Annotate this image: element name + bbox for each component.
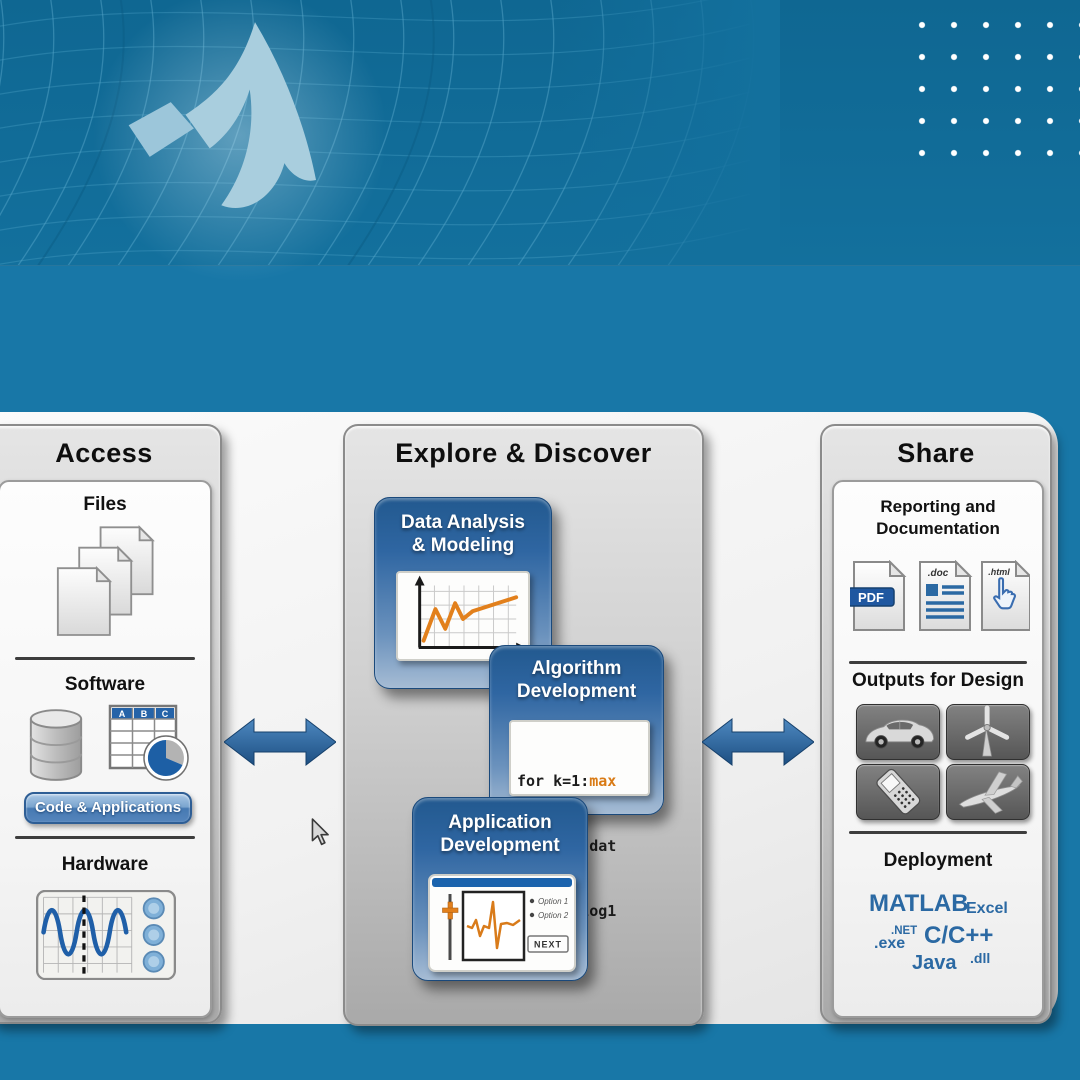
matlab-logo [128,22,317,209]
svg-text:NEXT: NEXT [534,940,562,950]
banner [0,0,1080,300]
deployment-label: Deployment [883,850,993,871]
access-explore-arrow-icon [224,717,336,767]
hand-cursor-icon [993,577,1017,610]
code-snippet: for k=1:max x = fft(dat y = 20*log1 [509,720,650,920]
deployment-word-cloud: MATLAB Excel .NET .exe C/C++ Java .dll [834,886,1042,1006]
code-applications-button[interactable]: Code & Applications [24,792,192,824]
car-icon [865,719,935,749]
access-divider-2 [14,836,196,839]
sheet-col-c: C [162,709,169,719]
waveform-trace [466,900,521,950]
deployment-word-exe: .exe [874,935,906,952]
stacked-documents-icon [56,525,155,636]
algorithm-title-line1: Algorithm [531,658,622,679]
reporting-label-line1: Reporting and [880,497,996,516]
share-panel: Share Reporting and Documentation PDF [820,424,1052,1024]
deployment-word-net: .NET [891,925,918,937]
share-divider-2 [848,831,1028,834]
wind-turbine-image-tile [946,704,1030,760]
wind-turbine-icon [965,705,1010,757]
deployment-word-cpp: C/C++ [924,922,994,949]
access-divider-1 [14,657,196,660]
pdf-document-icon: PDF [850,560,907,631]
software-label: Software [64,674,146,695]
share-inner-panel: Reporting and Documentation PDF .doc [832,480,1044,1018]
mouse-cursor [311,818,329,846]
svg-text:Option 2: Option 2 [538,911,569,920]
mockup-titlebar [432,878,572,887]
share-divider-1 [848,661,1028,664]
mobile-phone-icon [876,768,921,815]
mobile-phone-image-tile [856,764,940,820]
oscilloscope-icon [36,890,176,980]
airplane-image-tile [946,764,1030,820]
application-title-line2: Development [440,834,560,856]
deployment-word-java: Java [912,952,957,974]
algorithm-title-line2: Development [516,680,637,702]
access-panel: Access Files Software [0,424,222,1024]
sheet-col-a: A [119,709,126,719]
sheet-col-b: B [141,709,148,719]
code-line-1: for k=1:max [517,771,617,790]
doc-document-icon: .doc [919,560,973,631]
explore-title: Explore & Discover [395,438,652,468]
deployment-word-dll: .dll [970,950,991,966]
doc-label: .doc [928,568,949,579]
radio-option-1[interactable]: Option 1 [529,897,568,906]
radio-option-2[interactable]: Option 2 [529,911,569,920]
application-title-line1: Application [448,812,552,833]
pdf-label: PDF [858,590,884,605]
spreadsheet-icon: A B C [108,704,189,781]
explore-share-arrow-icon [702,717,814,767]
deployment-word-excel: Excel [966,900,1008,917]
algorithm-card: Algorithm Development for k=1:max x = ff… [489,645,664,920]
app-mockup: Option 1 Option 2 NEXT [428,874,576,972]
pie-chart-icon [143,735,189,781]
mesh-fade [560,0,780,265]
share-title: Share [897,438,975,468]
dot-grid-decoration [906,9,1080,169]
database-icon [29,709,83,781]
access-inner-panel: Files Software [0,480,212,1018]
slider-handle[interactable] [442,901,459,920]
logo-glow [70,0,410,300]
outputs-label: Outputs for Design [851,670,1025,691]
reporting-label-line2: Documentation [876,519,1000,539]
files-label: Files [83,494,127,515]
airplane-icon [958,771,1023,814]
deployment-word-matlab: MATLAB [869,890,969,917]
data-analysis-title-line1: Data Analysis [401,512,525,533]
hardware-label: Hardware [61,854,149,875]
application-card: Application Development Option 1 Option … [412,797,588,981]
html-label: .html [988,567,1010,577]
html-document-icon: .html [981,560,1030,631]
scope-knobs [142,897,165,973]
car-image-tile [856,704,940,760]
svg-text:Option 1: Option 1 [538,897,568,906]
access-title: Access [55,438,153,468]
data-analysis-title-line2: & Modeling [411,534,515,556]
next-button[interactable]: NEXT [527,935,569,953]
document-icons-row: PDF .doc .html [850,560,1030,631]
app-mockup-graphic: Option 1 Option 2 NEXT [432,878,572,962]
